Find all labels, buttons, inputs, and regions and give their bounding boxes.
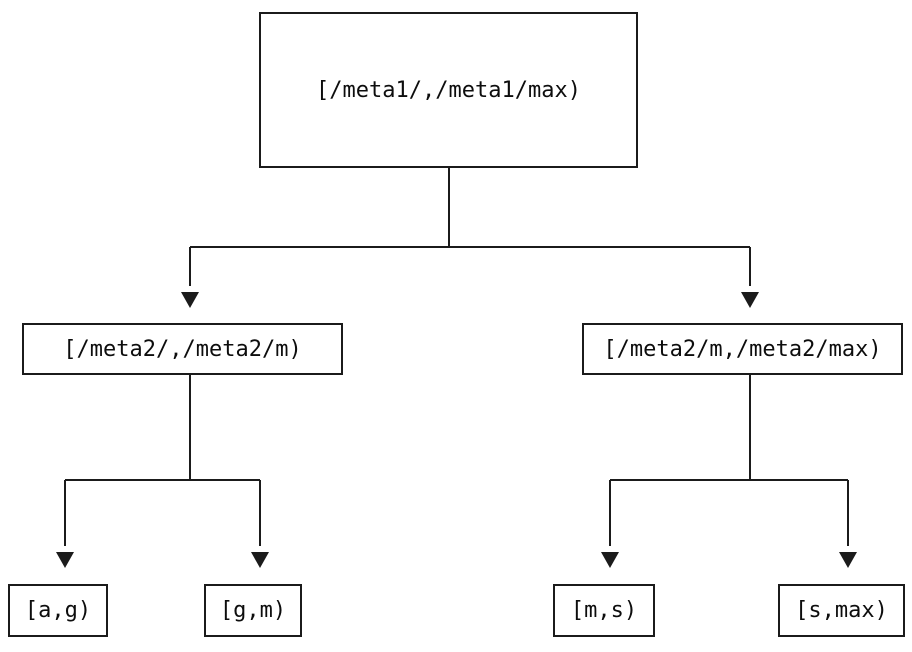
node-leaf-ms: [m,s)	[553, 584, 655, 637]
node-leaf-gm: [g,m)	[204, 584, 302, 637]
arrow-down-icon	[251, 552, 269, 568]
node-leaf-ag: [a,g)	[8, 584, 108, 637]
node-leaf-ag-label: [a,g)	[24, 598, 92, 623]
node-right-child-label: [/meta2/m,/meta2/max)	[603, 336, 882, 362]
node-leaf-smax: [s,max)	[778, 584, 905, 637]
node-right-child: [/meta2/m,/meta2/max)	[582, 323, 903, 375]
node-left-child: [/meta2/,/meta2/m)	[22, 323, 343, 375]
edge-right-children	[609, 375, 849, 546]
edge-left-children	[64, 375, 261, 546]
arrow-down-icon	[741, 292, 759, 308]
node-root-label: [/meta1/,/meta1/max)	[316, 77, 581, 103]
node-leaf-gm-label: [g,m)	[219, 598, 287, 623]
arrow-down-icon	[601, 552, 619, 568]
node-leaf-ms-label: [m,s)	[570, 598, 638, 623]
edge-root-children	[189, 168, 751, 286]
node-left-child-label: [/meta2/,/meta2/m)	[63, 336, 302, 362]
arrow-down-icon	[839, 552, 857, 568]
arrow-down-icon	[181, 292, 199, 308]
node-root: [/meta1/,/meta1/max)	[259, 12, 638, 168]
node-leaf-smax-label: [s,max)	[795, 598, 888, 623]
arrow-down-icon	[56, 552, 74, 568]
